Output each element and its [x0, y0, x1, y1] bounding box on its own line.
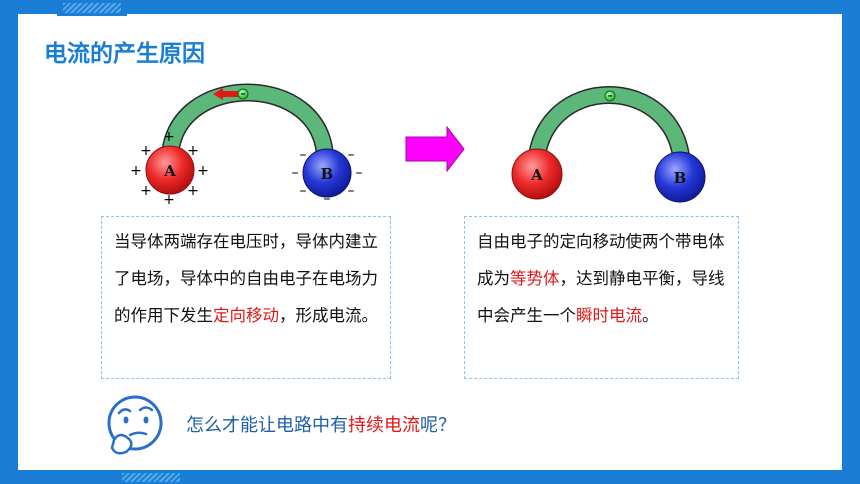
- right-text-part3: 。: [642, 306, 659, 325]
- right-text-part2: ，达到静电平衡，导线中会产生一个: [477, 269, 725, 325]
- left-text-part2: ，形成电流。: [279, 306, 378, 325]
- right-electron-sign: -: [607, 88, 612, 104]
- top-decoration-tab: [57, 0, 127, 16]
- ball-a-label: A: [163, 162, 176, 180]
- svg-text:+: +: [187, 143, 199, 159]
- svg-text:–: –: [300, 183, 307, 199]
- question-text: 怎么才能让电路中有持续电流呢？: [186, 415, 456, 436]
- ball-b-label: B: [321, 165, 334, 183]
- svg-text:+: +: [140, 183, 152, 199]
- svg-text:+: +: [187, 183, 199, 199]
- negative-charges: – – – – – – –: [292, 147, 363, 207]
- svg-text:–: –: [324, 191, 331, 207]
- svg-text:–: –: [292, 165, 299, 181]
- svg-text:–: –: [348, 183, 355, 199]
- svg-text:+: +: [163, 129, 175, 145]
- left-electron-arrow-icon: [213, 88, 239, 100]
- bottom-decoration-tab: [116, 471, 186, 484]
- svg-text:+: +: [140, 143, 152, 159]
- page-title: 电流的产生原因: [44, 41, 205, 67]
- svg-text:–: –: [300, 147, 307, 163]
- right-explanation-box: 自由电子的定向移动使两个带电体成为等势体，达到静电平衡，导线中会产生一个瞬时电流…: [464, 216, 739, 379]
- right-arrow-icon: [405, 125, 465, 173]
- left-electron: [237, 88, 249, 100]
- thinking-face-icon: [107, 395, 163, 455]
- left-electron-sign: -: [240, 86, 245, 102]
- left-explanation-box: 当导体两端存在电压时，导体内建立了电场，导体中的自由电子在电场力的作用下发生定向…: [101, 216, 391, 379]
- right-ball-b-label: B: [674, 169, 687, 187]
- right-diagram: - A B: [511, 86, 706, 203]
- svg-text:+: +: [130, 163, 142, 179]
- right-ball-a: [511, 148, 563, 200]
- left-text-highlight: 定向移动: [213, 306, 279, 325]
- right-electron: [604, 90, 616, 102]
- svg-text:+: +: [163, 192, 175, 208]
- svg-text:–: –: [356, 165, 363, 181]
- right-text-highlight2: 瞬时电流: [576, 306, 642, 325]
- question-highlight: 持续电流: [348, 415, 420, 436]
- positive-charges: + + + + + + + +: [130, 129, 209, 208]
- svg-text:–: –: [348, 147, 355, 163]
- right-ball-a-label: A: [530, 166, 543, 184]
- right-ball-b: [654, 151, 706, 203]
- svg-text:+: +: [197, 163, 209, 179]
- right-text-part1: 自由电子的定向移动使两个带电体成为: [477, 232, 725, 288]
- left-text-part1: 当导体两端存在电压时，导体内建立了电场，导体中的自由电子在电场力的作用下发生: [114, 232, 378, 325]
- right-text-highlight1: 等势体: [510, 269, 560, 288]
- left-diagram: - A + + + + + + + + B – – – – – – –: [130, 83, 363, 208]
- ball-b: [302, 148, 352, 198]
- ball-a: [145, 145, 195, 195]
